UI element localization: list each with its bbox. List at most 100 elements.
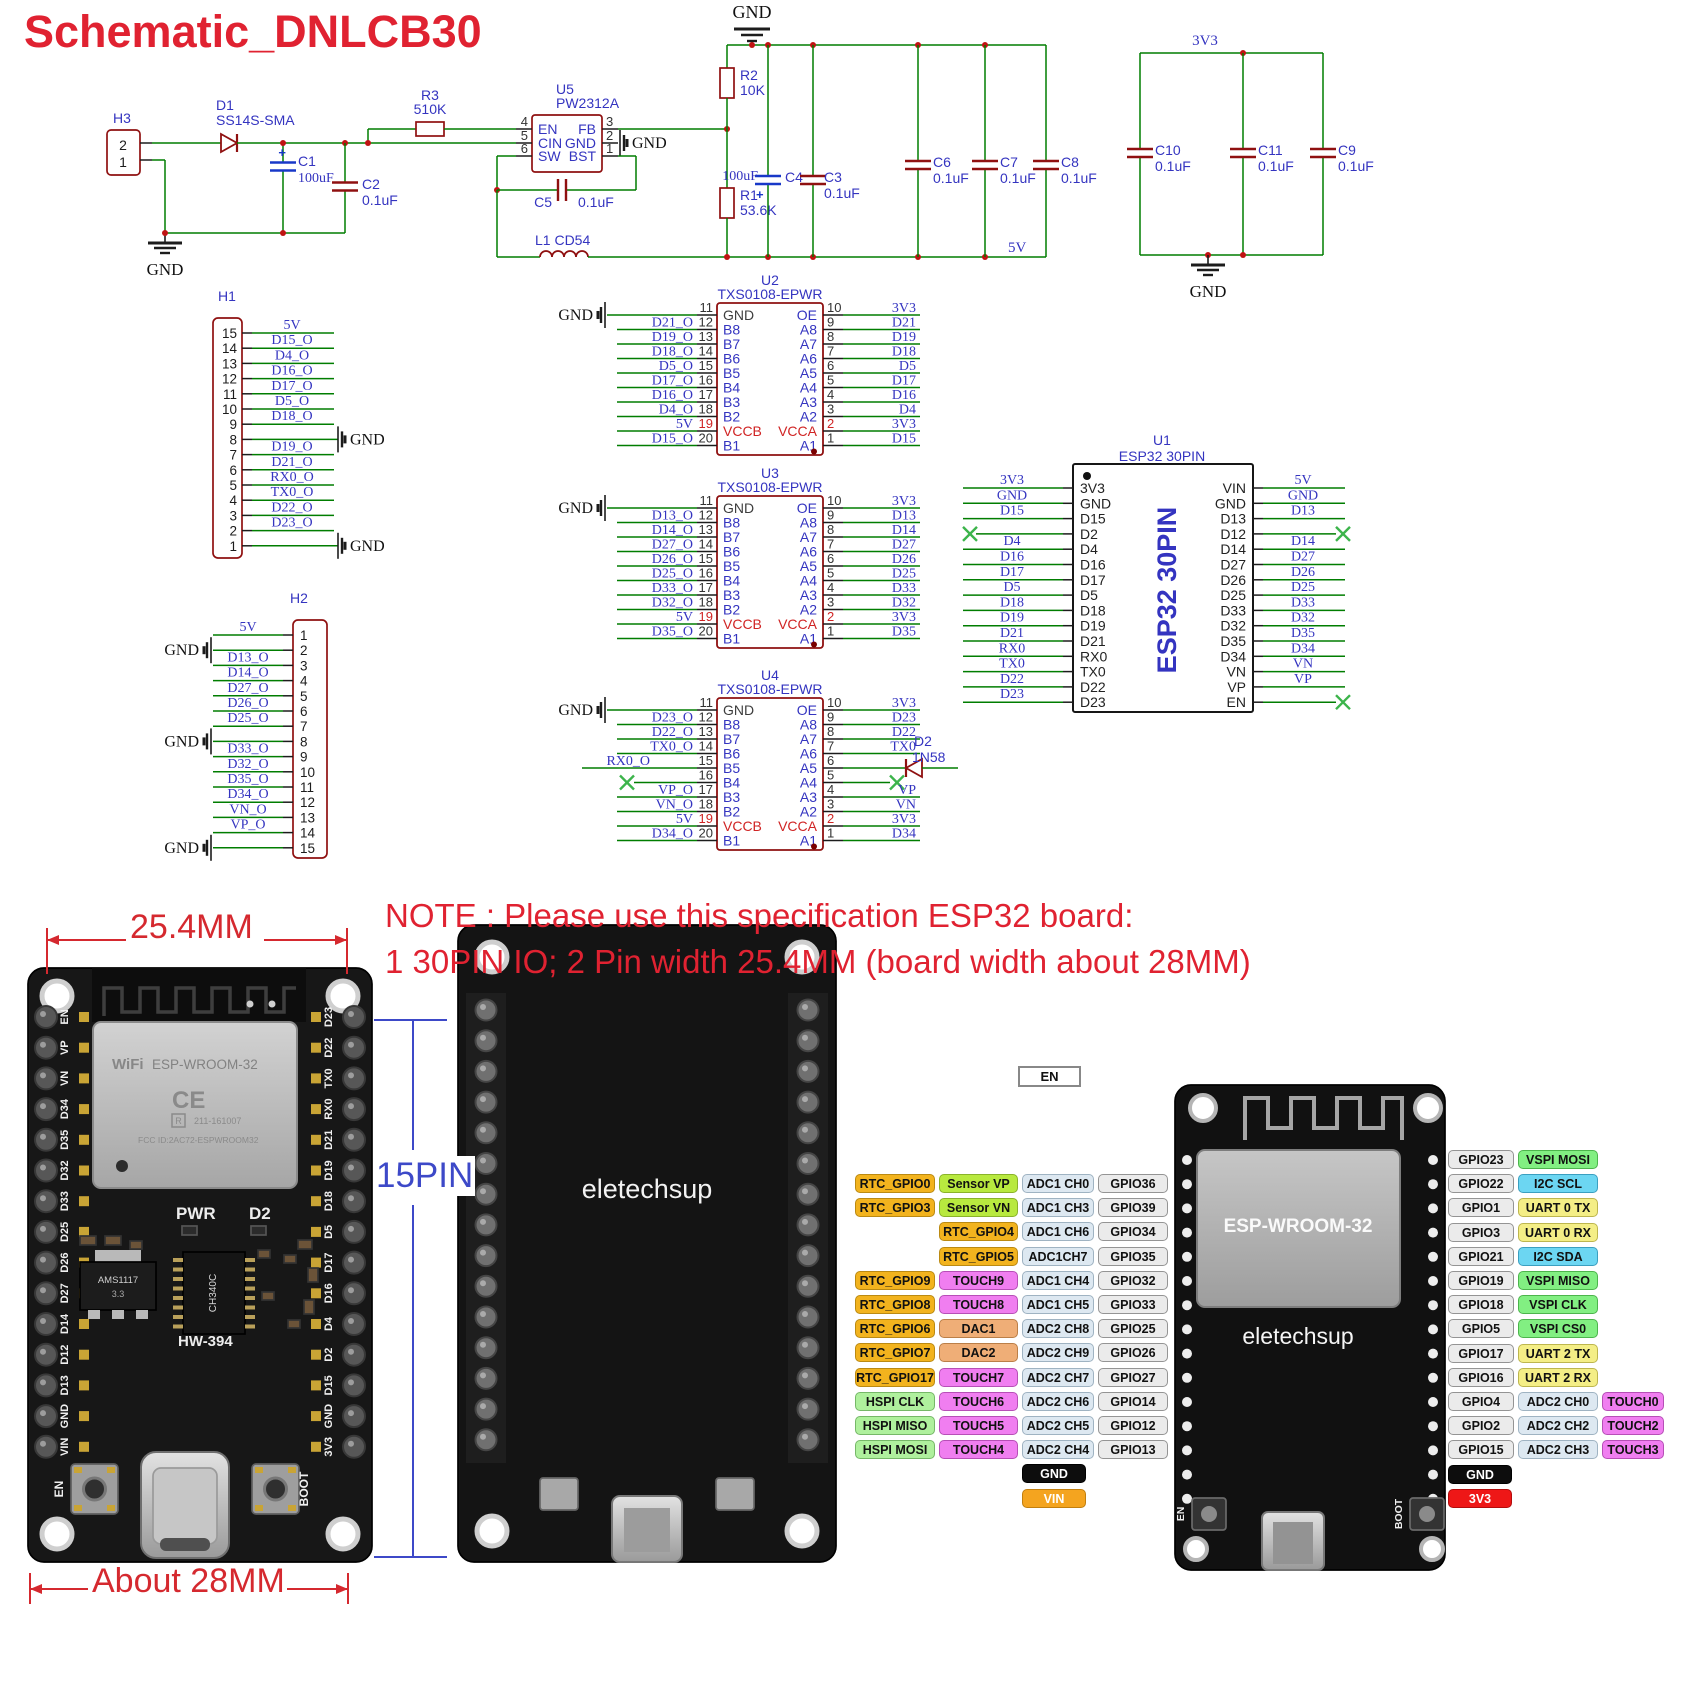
svg-text:13: 13 [300,810,315,825]
svg-text:GND: GND [997,488,1027,503]
svg-text:A3: A3 [800,394,817,410]
svg-text:D13_O: D13_O [227,650,268,665]
svg-text:6: 6 [827,358,834,373]
svg-text:17: 17 [699,387,713,402]
pin-label-gpio17: GPIO17 [1448,1344,1514,1363]
svg-text:1: 1 [300,628,308,643]
svg-text:BOOT: BOOT [1393,1498,1405,1529]
svg-text:GND: GND [558,500,593,517]
svg-text:VCCB: VCCB [723,423,762,439]
svg-text:L1 CD54: L1 CD54 [535,232,590,248]
svg-text:GND: GND [350,431,385,448]
pin-label-adc2-ch5: ADC2 CH5 [1022,1416,1094,1435]
svg-text:CE: CE [172,1087,205,1114]
pin-label-adc1-ch4: ADC1 CH4 [1022,1271,1094,1290]
pin-label-gpio39: GPIO39 [1098,1198,1168,1217]
svg-text:R1: R1 [740,187,758,203]
svg-text:RX0: RX0 [999,641,1025,656]
svg-text:D19_O: D19_O [271,440,312,455]
svg-text:0.1uF: 0.1uF [933,170,969,186]
svg-text:U4: U4 [761,667,779,683]
pin-label-gpio21: GPIO21 [1448,1247,1514,1266]
svg-text:3: 3 [229,508,237,523]
pin-label-uart-2-rx: UART 2 RX [1518,1368,1598,1387]
svg-text:B1: B1 [723,833,740,849]
svg-text:TXS0108-EPWR: TXS0108-EPWR [717,286,822,302]
svg-text:B6: B6 [723,746,740,762]
svg-text:ESP32 30PIN: ESP32 30PIN [1152,507,1182,674]
svg-text:GND: GND [164,642,199,659]
svg-text:3V3: 3V3 [323,1437,335,1457]
svg-text:6: 6 [827,551,834,566]
svg-text:C1: C1 [298,153,316,169]
svg-text:D16: D16 [1000,550,1024,565]
svg-text:1: 1 [827,624,834,639]
svg-text:11: 11 [700,300,714,315]
pin-label-gpio27: GPIO27 [1098,1368,1168,1387]
pin-label-adc2-ch8: ADC2 CH8 [1022,1319,1094,1338]
svg-text:A8: A8 [800,717,817,733]
svg-text:RX0: RX0 [1080,648,1107,664]
dimension-board-width-label: About 28MM [92,1562,285,1600]
svg-text:D16: D16 [892,388,916,403]
svg-text:GND: GND [147,260,184,279]
pin-label-adc2-ch0: ADC2 CH0 [1518,1392,1598,1411]
svg-text:C8: C8 [1061,154,1079,170]
svg-text:B6: B6 [723,544,740,560]
svg-text:D33_O: D33_O [652,581,693,596]
svg-text:4: 4 [827,782,834,797]
svg-text:7: 7 [827,344,834,359]
svg-text:A4: A4 [800,380,817,396]
pin-label-gpio15: GPIO15 [1448,1440,1514,1459]
svg-text:3V3: 3V3 [892,494,916,509]
svg-text:4: 4 [300,674,308,689]
svg-text:B3: B3 [723,394,740,410]
pin-label-gpio22: GPIO22 [1448,1174,1514,1193]
svg-text:B3: B3 [723,789,740,805]
svg-text:10: 10 [300,765,315,780]
pin-label-uart-2-tx: UART 2 TX [1518,1344,1598,1363]
svg-text:15: 15 [699,358,713,373]
dimension-about-28mm [29,1573,349,1604]
svg-text:D34: D34 [59,1098,71,1119]
svg-text:3V3: 3V3 [1000,473,1024,488]
pin-label-gpio3: GPIO3 [1448,1223,1514,1242]
svg-text:D12: D12 [1220,526,1246,542]
svg-text:B5: B5 [723,365,740,381]
pin-label-gpio32: GPIO32 [1098,1271,1168,1290]
svg-text:D34: D34 [1220,648,1246,664]
svg-text:18: 18 [699,797,713,812]
pin-label-gpio33: GPIO33 [1098,1295,1168,1314]
svg-text:A8: A8 [800,322,817,338]
svg-text:9: 9 [229,417,237,432]
pin-label-adc1-ch5: ADC1 CH5 [1022,1295,1094,1314]
svg-text:VN_O: VN_O [656,798,693,813]
svg-text:9: 9 [300,750,308,765]
svg-text:VP_O: VP_O [230,818,265,833]
svg-text:D18_O: D18_O [652,345,693,360]
svg-text:100uF: 100uF [298,171,334,186]
svg-text:D18: D18 [1080,602,1106,618]
pin-label-adc2-ch3: ADC2 CH3 [1518,1440,1598,1459]
pin-label-3v3: 3V3 [1448,1489,1512,1508]
svg-text:OE: OE [797,500,817,516]
pin-label-i2c-sda: I2C SDA [1518,1247,1598,1266]
svg-text:8: 8 [827,329,834,344]
svg-text:D17: D17 [1000,565,1024,580]
svg-text:2: 2 [827,811,834,826]
svg-text:5V: 5V [1008,240,1027,256]
svg-text:TXS0108-EPWR: TXS0108-EPWR [717,681,822,697]
svg-text:EN: EN [1227,694,1246,710]
svg-text:211-161007: 211-161007 [194,1116,241,1126]
svg-text:D22_O: D22_O [271,500,312,515]
pin-label-gpio2: GPIO2 [1448,1416,1514,1435]
pin-label-touch7: TOUCH7 [939,1368,1018,1387]
svg-text:VN: VN [59,1071,71,1086]
svg-text:D19_O: D19_O [652,330,693,345]
svg-text:B8: B8 [723,717,740,733]
svg-text:D35: D35 [59,1130,71,1150]
